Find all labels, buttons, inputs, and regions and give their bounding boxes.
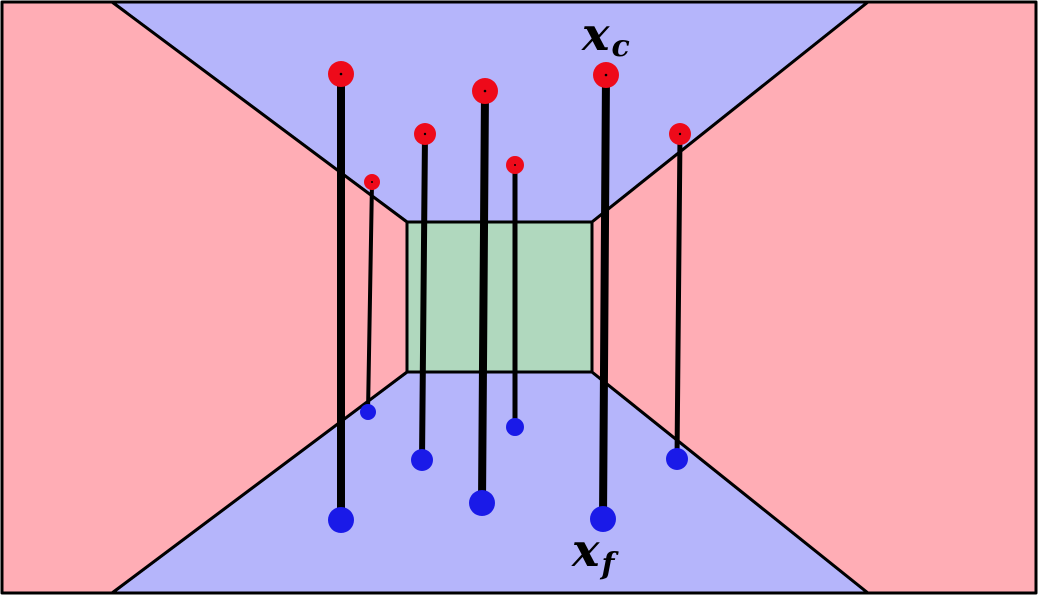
point-center (339, 72, 343, 76)
floor-point (506, 418, 524, 436)
floor-point (360, 404, 376, 420)
floor-points (328, 404, 688, 533)
floor-point (590, 506, 616, 532)
ceiling-label-main: x (581, 7, 610, 61)
point-center (604, 73, 608, 77)
point-center (514, 164, 516, 166)
pole (674, 131, 683, 462)
floor-point (666, 448, 688, 470)
point-center (423, 132, 427, 136)
pole (599, 71, 610, 523)
pole (419, 131, 428, 463)
point-center (371, 181, 373, 183)
pole (478, 87, 489, 507)
floor-point (411, 449, 433, 471)
pole (366, 180, 374, 414)
back-wall (405, 220, 594, 374)
point-center (483, 89, 487, 93)
ceiling-label: xc (581, 7, 630, 64)
ceiling-label-sub: c (611, 29, 629, 64)
floor-point (469, 490, 495, 516)
poles (337, 70, 683, 524)
ceiling-point-centers (339, 72, 682, 183)
floor-label-main: x (571, 523, 600, 577)
floor-point (328, 507, 354, 533)
point-center (678, 132, 682, 136)
